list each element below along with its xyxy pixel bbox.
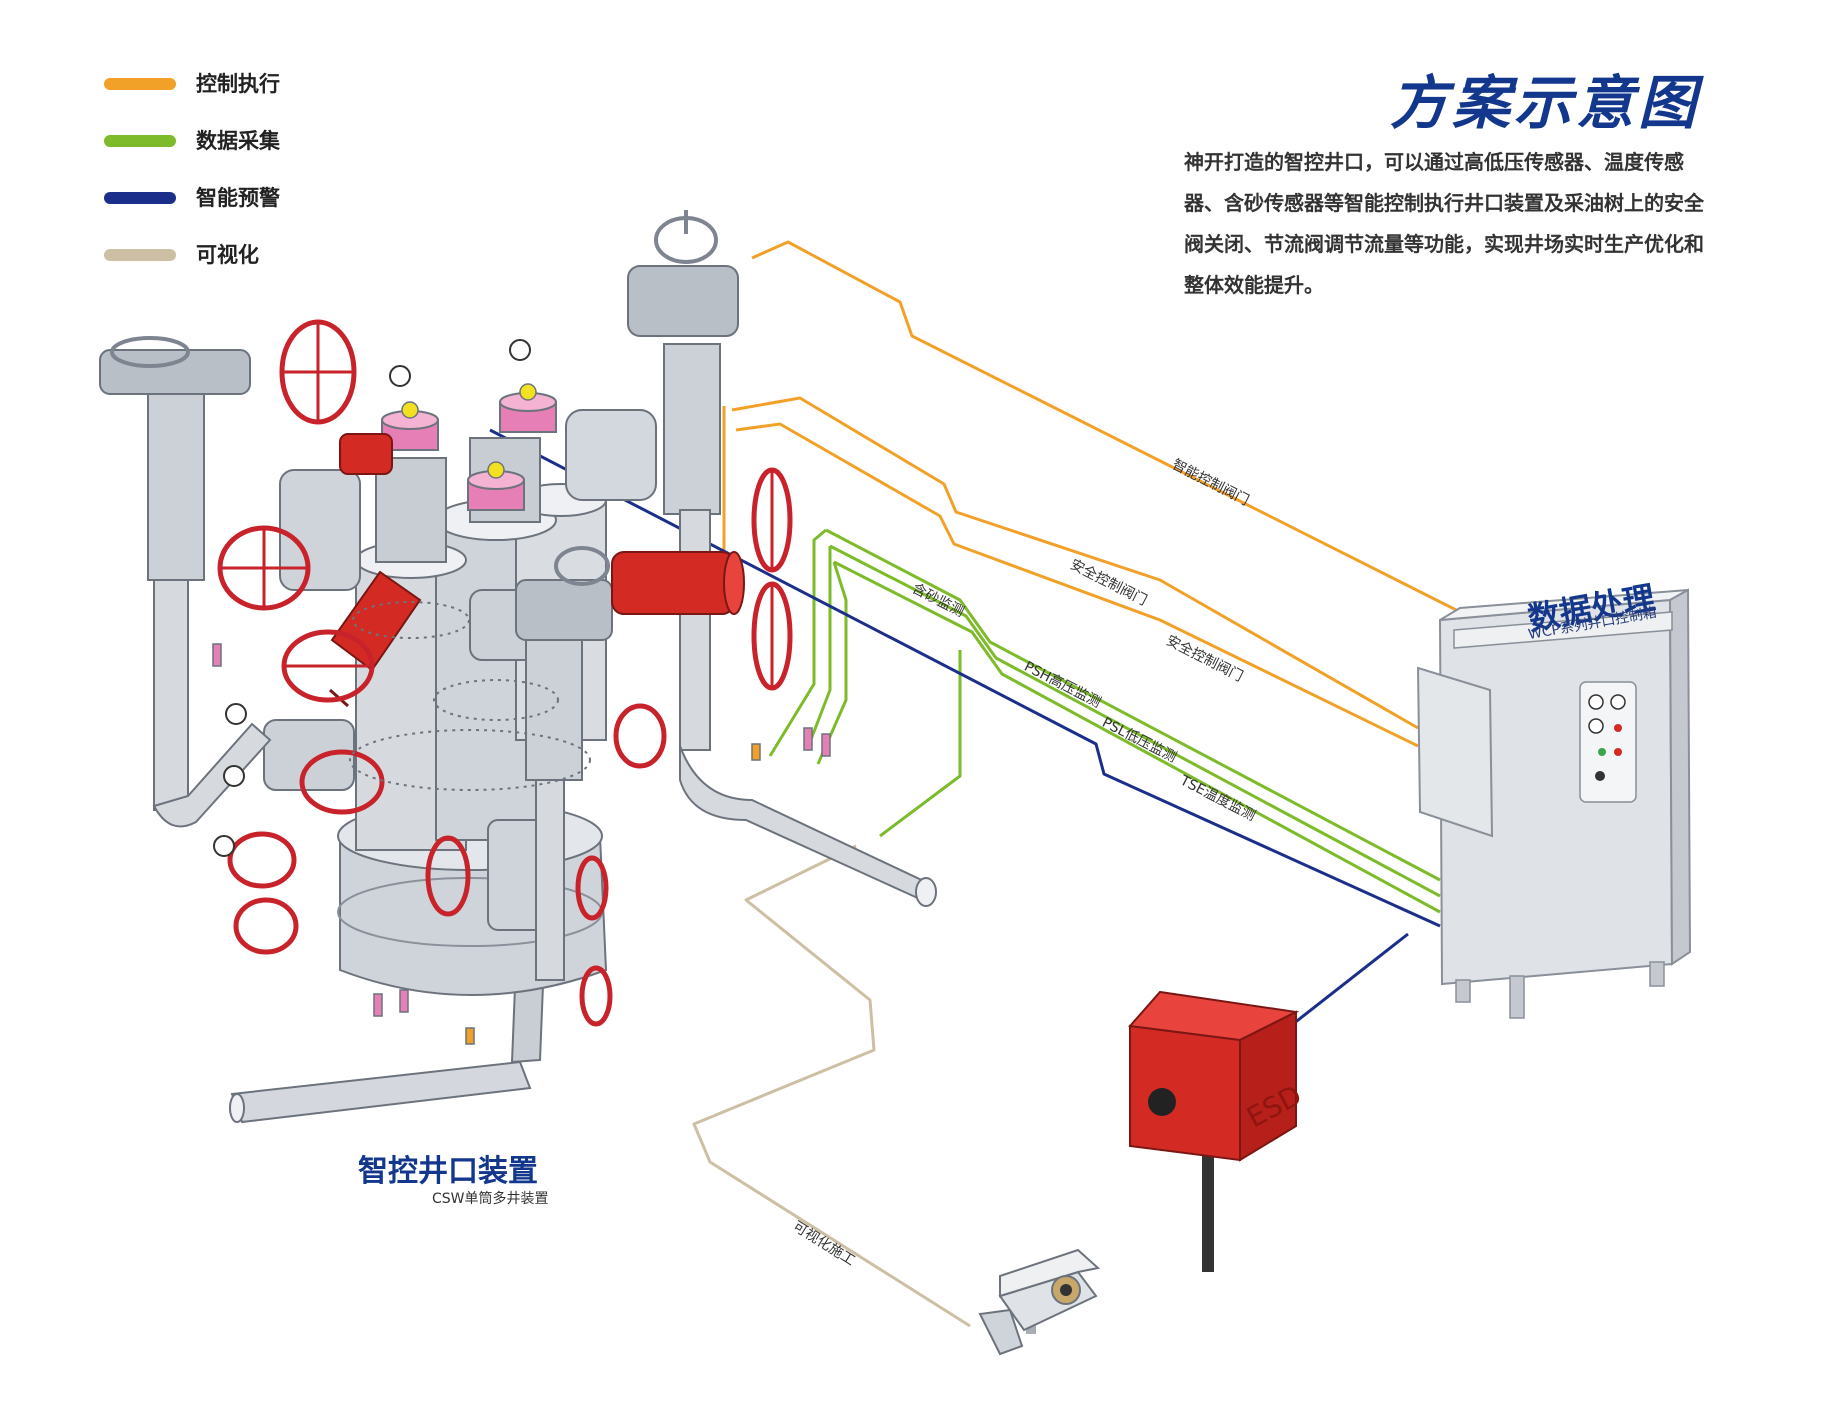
line-sand [825,528,1441,882]
line-green-feed-3 [816,561,848,765]
line-psl [833,560,1441,914]
line-tse [489,428,1441,928]
wellhead-subtitle: CSW单筒多井装置 [432,1191,549,1207]
legend-swatch-beige [104,249,176,261]
legend-swatch-green [104,135,176,147]
line-green-feed-4 [879,650,962,838]
connection-lines [489,240,1485,1328]
line-smart-valve [751,240,1485,626]
camera-icon [978,1248,1101,1356]
legend-label: 数据采集 [196,129,280,153]
line-safety-valve-2 [735,422,1419,748]
esd-box: ESD [1128,990,1307,1272]
control-box [1416,588,1692,1019]
line-green-feed-2 [808,546,832,743]
wellhead-assembly [99,210,937,1124]
line-psh [829,544,1441,898]
page-title: 方案示意图 [1390,69,1701,137]
legend-label: 智能预警 [196,186,280,210]
line-visual [692,844,971,1328]
line-safety-valve-1 [731,396,1419,730]
legend-swatch-orange [104,78,176,90]
legend-swatch-blue [104,192,176,204]
legend-label: 控制执行 [196,72,280,96]
legend-label: 可视化 [196,243,259,267]
line-green-feed-1 [768,528,827,757]
wellhead-title: 智控井口装置 [358,1154,538,1189]
intro-text: 神开打造的智控井口，可以通过高低压传感器、温度传感器、含砂传感器等智能控制执行井… [1184,150,1704,297]
